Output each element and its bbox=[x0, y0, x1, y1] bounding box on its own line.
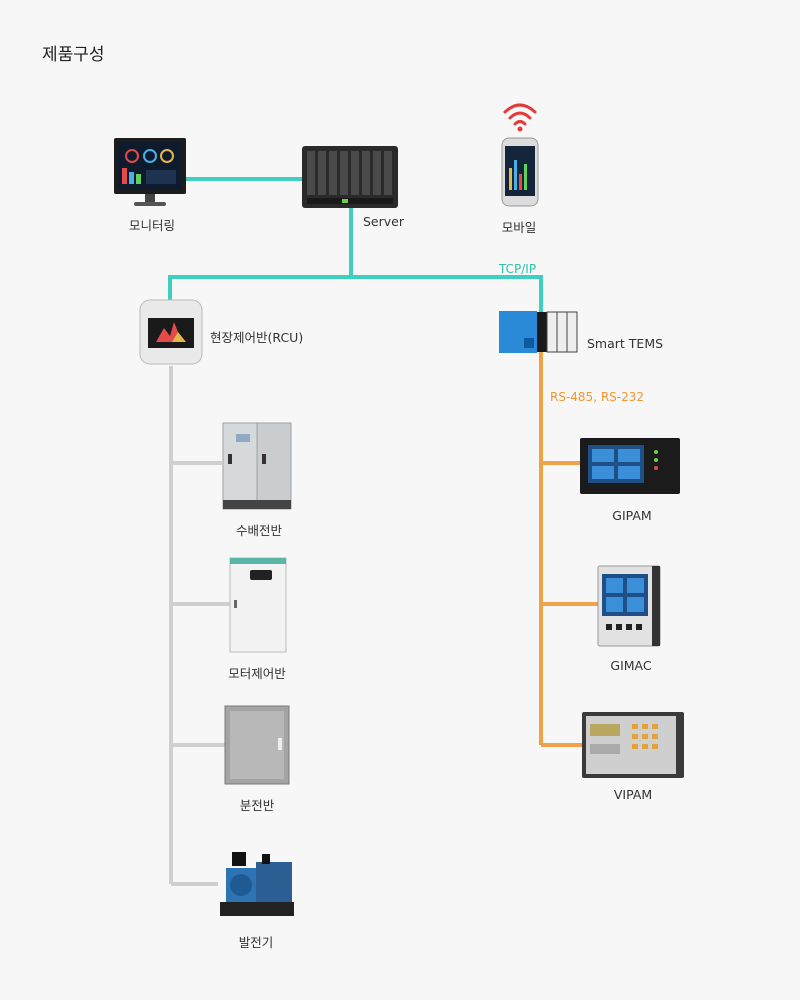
tems-image bbox=[499, 311, 578, 353]
label-generator: 발전기 bbox=[238, 935, 274, 950]
rcu-image bbox=[139, 299, 203, 365]
gimac-image bbox=[597, 565, 661, 647]
gipam-image bbox=[580, 438, 680, 494]
server-image bbox=[302, 146, 398, 208]
label-monitoring: 모니터링 bbox=[128, 218, 176, 233]
label-rs485-rs232: RS-485, RS-232 bbox=[550, 390, 645, 404]
distribution-panel-image bbox=[224, 705, 290, 785]
label-gipam: GIPAM bbox=[612, 508, 652, 523]
label-smart-tems: Smart TEMS bbox=[587, 336, 664, 351]
mobile-image bbox=[501, 103, 539, 207]
label-rcu: 현장제어반(RCU) bbox=[210, 330, 304, 345]
page-title: 제품구성 bbox=[42, 45, 105, 65]
generator-image bbox=[220, 852, 294, 916]
label-motor-control-panel: 모터제어반 bbox=[228, 666, 286, 681]
label-server: Server bbox=[363, 214, 404, 229]
switchgear-image bbox=[222, 422, 292, 510]
label-tcp-ip: TCP/IP bbox=[499, 262, 537, 276]
label-mobile: 모바일 bbox=[501, 220, 537, 235]
label-distribution-panel: 분전반 bbox=[239, 798, 275, 813]
label-gimac: GIMAC bbox=[610, 658, 652, 673]
vipam-image bbox=[582, 712, 684, 778]
label-vipam: VIPAM bbox=[613, 787, 653, 802]
wifi-icon bbox=[503, 103, 537, 126]
motor-control-panel-image bbox=[229, 557, 287, 653]
monitor-image bbox=[114, 138, 186, 206]
label-switchgear: 수배전반 bbox=[235, 523, 283, 538]
